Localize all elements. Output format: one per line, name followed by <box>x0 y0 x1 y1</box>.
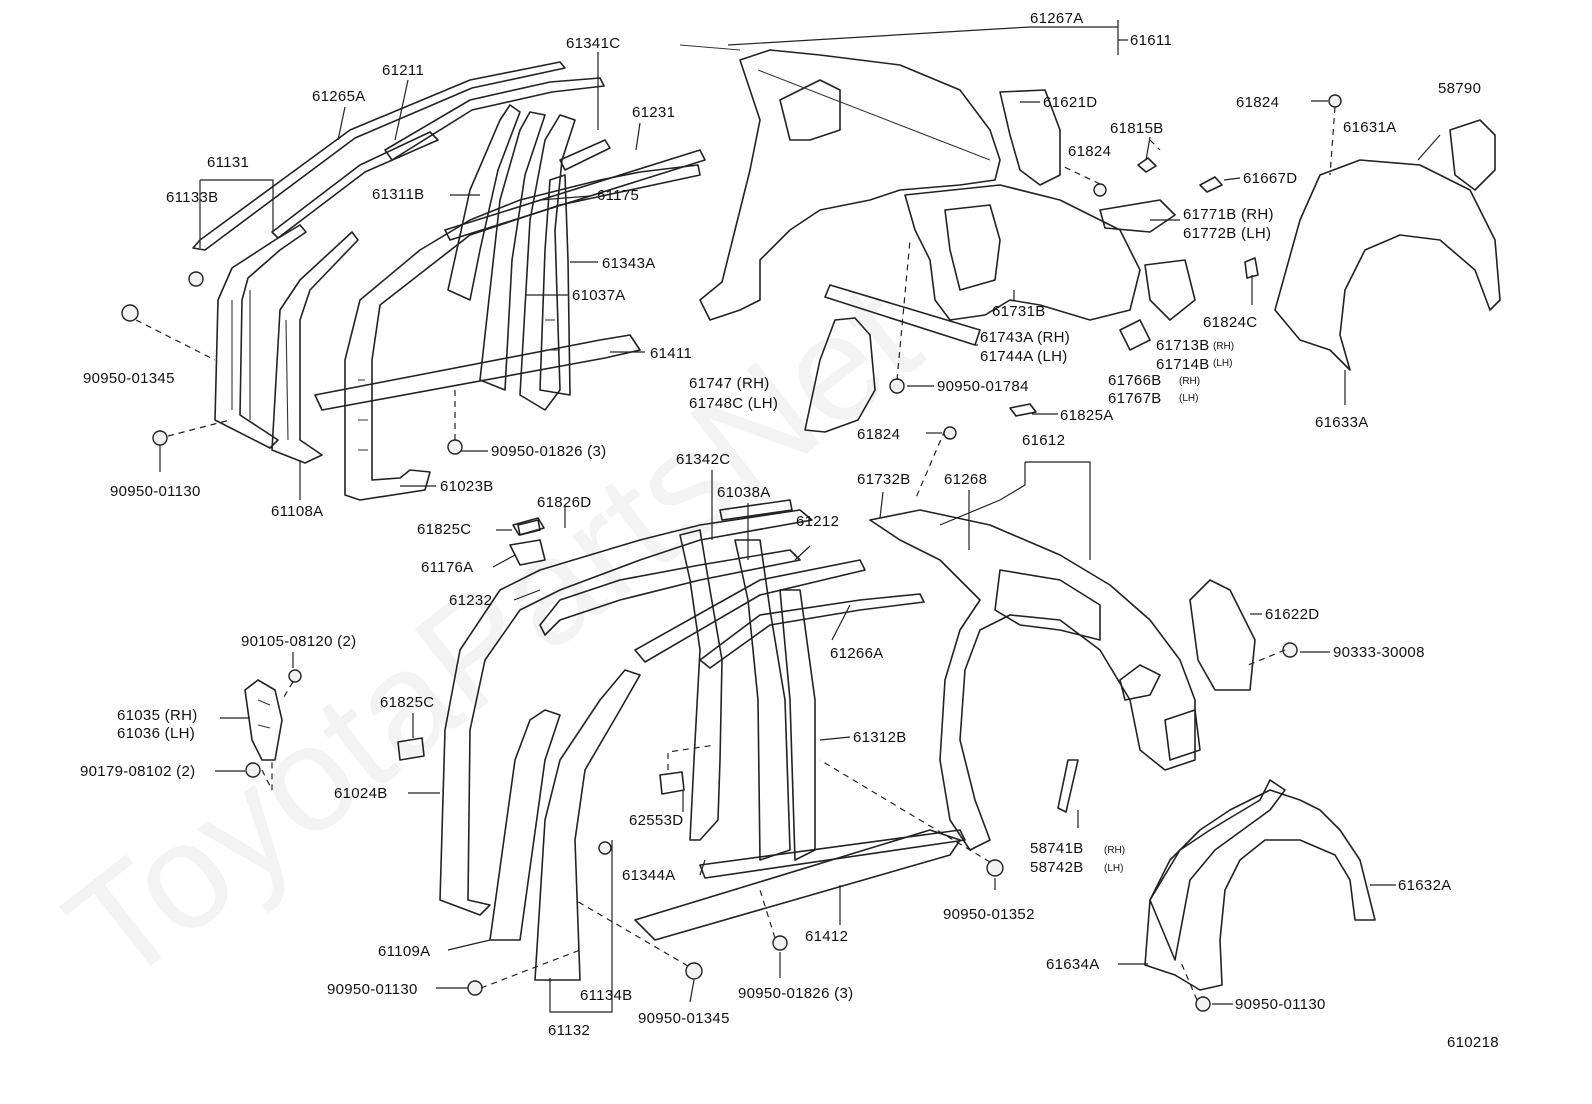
part-drawings <box>192 44 1501 991</box>
diagram-id: 610218 <box>1447 1034 1499 1051</box>
label-61748c: 61748C (LH) <box>689 395 778 412</box>
label-90105-08120: 90105-08120 (2) <box>241 633 356 650</box>
label-61634a: 61634A <box>1046 956 1100 973</box>
label-90333-30008: 90333-30008 <box>1333 644 1425 661</box>
label-58741b: 58741B <box>1030 840 1084 857</box>
label-90950-01826-bottom: 90950-01826 (3) <box>738 985 853 1002</box>
dashed-leaders <box>135 106 1336 1001</box>
label-61343a: 61343A <box>602 255 656 272</box>
label-61341c: 61341C <box>566 35 620 52</box>
label-61824-a: 61824 <box>1068 143 1111 160</box>
label-61826d: 61826D <box>537 494 591 511</box>
label-90950-01345-top: 90950-01345 <box>83 370 175 387</box>
label-61772b: 61772B (LH) <box>1183 225 1271 242</box>
label-90950-01130-top: 90950-01130 <box>110 483 201 500</box>
label-61824c: 61824C <box>1203 314 1257 331</box>
label-61621d: 61621D <box>1043 94 1097 111</box>
note-61766b-rh: (RH) <box>1179 376 1200 387</box>
label-90950-01345-bottom: 90950-01345 <box>638 1010 730 1027</box>
watermark-text: ToyotaPartsNet <box>36 251 948 1015</box>
label-61134b: 61134B <box>580 987 632 1004</box>
label-90950-01130-mid: 90950-01130 <box>1235 996 1326 1013</box>
label-61766b: 61766B <box>1108 372 1162 389</box>
note-61713b-rh: (RH) <box>1213 341 1234 352</box>
label-58790: 58790 <box>1438 80 1481 97</box>
label-61411: 61411 <box>650 345 692 362</box>
label-61825c-upper: 61825C <box>417 521 471 538</box>
label-61231: 61231 <box>632 104 675 121</box>
label-61133b: 61133B <box>166 189 218 206</box>
part-labels: 61267A 61611 61341C 61211 61265A 61231 6… <box>80 10 1499 1051</box>
label-61744a: 61744A (LH) <box>980 348 1068 365</box>
label-61311b: 61311B <box>372 186 424 203</box>
label-61024b: 61024B <box>334 785 388 802</box>
note-61714b-lh: (LH) <box>1213 358 1232 369</box>
label-61176a: 61176A <box>421 559 473 576</box>
label-61212: 61212 <box>796 513 839 530</box>
label-61771b: 61771B (RH) <box>1183 206 1274 223</box>
label-62553d: 62553D <box>629 812 683 829</box>
label-61037a: 61037A <box>572 287 626 304</box>
label-61412: 61412 <box>805 928 848 945</box>
label-61108a: 61108A <box>271 503 323 520</box>
label-61265a: 61265A <box>312 88 366 105</box>
label-61132: 61132 <box>548 1022 590 1039</box>
label-61312b: 61312B <box>853 729 907 746</box>
label-61038a: 61038A <box>717 484 771 501</box>
label-61713b: 61713B <box>1156 337 1210 354</box>
label-61035: 61035 (RH) <box>117 707 198 724</box>
label-90950-01130-bottom: 90950-01130 <box>327 981 418 998</box>
label-61825a: 61825A <box>1060 407 1114 424</box>
note-61767b-lh: (LH) <box>1179 393 1198 404</box>
label-61667d: 61667D <box>1243 170 1297 187</box>
label-61036: 61036 (LH) <box>117 725 195 742</box>
label-61611: 61611 <box>1130 32 1172 49</box>
label-61109a: 61109A <box>378 943 430 960</box>
label-61824-c: 61824 <box>857 426 900 443</box>
label-61732b: 61732B <box>857 471 911 488</box>
note-58741b-rh: (RH) <box>1104 845 1125 856</box>
label-61714b: 61714B <box>1156 356 1210 373</box>
label-61815b: 61815B <box>1110 120 1164 137</box>
label-61268: 61268 <box>944 471 987 488</box>
label-90950-01784: 90950-01784 <box>937 378 1029 395</box>
label-61232: 61232 <box>449 592 492 609</box>
leader-lines <box>159 20 1441 1013</box>
label-61825c-lower: 61825C <box>380 694 434 711</box>
label-61344a: 61344A <box>622 867 676 884</box>
label-61731b: 61731B <box>992 303 1046 320</box>
label-58742b: 58742B <box>1030 859 1084 876</box>
label-61175: 61175 <box>597 187 639 204</box>
label-90950-01352: 90950-01352 <box>943 906 1035 923</box>
label-90950-01826-top: 90950-01826 (3) <box>491 443 606 460</box>
label-61622d: 61622D <box>1265 606 1319 623</box>
label-61743a: 61743A (RH) <box>980 329 1070 346</box>
note-58742b-lh: (LH) <box>1104 863 1123 874</box>
fasteners <box>121 94 1342 1012</box>
label-90179-08102: 90179-08102 (2) <box>80 763 195 780</box>
label-61612: 61612 <box>1022 432 1065 449</box>
label-61767b: 61767B <box>1108 390 1162 407</box>
label-61266a: 61266A <box>830 645 884 662</box>
label-61824-b: 61824 <box>1236 94 1279 111</box>
label-61023b: 61023B <box>440 478 494 495</box>
label-61342c: 61342C <box>676 451 730 468</box>
label-61631a: 61631A <box>1343 119 1397 136</box>
label-61632a: 61632A <box>1398 877 1452 894</box>
label-61211: 61211 <box>382 62 424 79</box>
label-61267a: 61267A <box>1030 10 1084 27</box>
label-61747: 61747 (RH) <box>689 375 770 392</box>
label-61131: 61131 <box>207 154 249 171</box>
label-61633a: 61633A <box>1315 414 1369 431</box>
